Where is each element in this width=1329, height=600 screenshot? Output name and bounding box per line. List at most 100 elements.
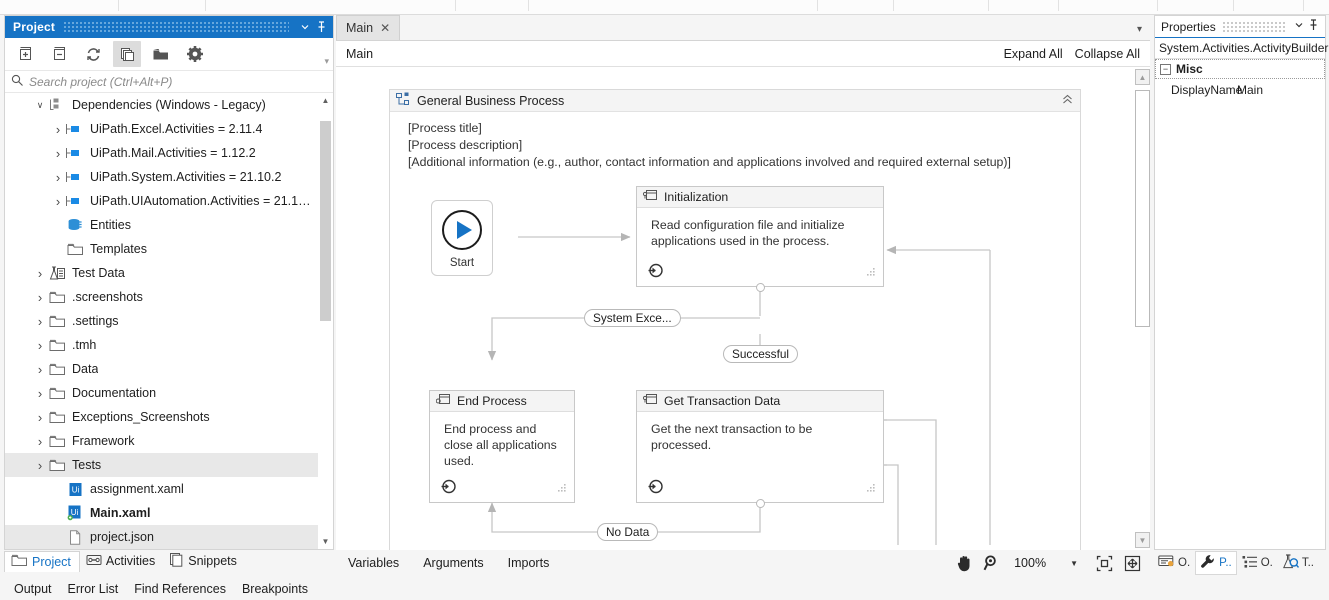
designer-tab-variables[interactable]: Variables: [348, 556, 400, 570]
tree-item-screenshots[interactable]: .screenshots: [5, 285, 333, 309]
tab-main[interactable]: Main ✕: [336, 15, 401, 40]
connector-label-system-exception[interactable]: System Exce...: [584, 309, 681, 327]
reimport-arguments-icon[interactable]: [647, 478, 664, 498]
node-initialization[interactable]: Initialization Read configuration file a…: [636, 186, 884, 287]
scroll-thumb[interactable]: [320, 121, 331, 321]
tool-tab-outline-list[interactable]: O.: [1238, 551, 1277, 575]
tool-tab-wrench-properties[interactable]: P..: [1195, 551, 1237, 575]
chevron-right-icon[interactable]: [33, 338, 47, 353]
collapse-expander-icon[interactable]: −: [1160, 63, 1171, 75]
chevron-right-icon[interactable]: [33, 362, 47, 377]
tool-tab-object-browser[interactable]: O.: [1154, 551, 1194, 575]
tree-item-uipath-system-activities-21-10-2[interactable]: UiPath.System.Activities = 21.10.2: [5, 165, 333, 189]
chevron-right-icon[interactable]: [51, 170, 65, 185]
panel-tab-project[interactable]: Project: [4, 550, 80, 572]
chevron-double-up-icon[interactable]: [1061, 93, 1074, 109]
scroll-thumb[interactable]: [1135, 90, 1150, 327]
resize-grip-icon[interactable]: [865, 482, 876, 496]
fit-to-screen-icon[interactable]: [1092, 552, 1116, 574]
scroll-down-icon[interactable]: ▼: [1135, 532, 1150, 548]
chevron-right-icon[interactable]: [51, 194, 65, 209]
chevron-right-icon[interactable]: [33, 410, 47, 425]
tree-item-documentation[interactable]: Documentation: [5, 381, 333, 405]
tree-item-templates[interactable]: Templates: [5, 237, 333, 261]
tool-tab-test-explorer[interactable]: T..: [1278, 551, 1318, 575]
pin-icon[interactable]: [1306, 19, 1321, 34]
tree-item-tests[interactable]: Tests: [5, 453, 333, 477]
chevron-right-icon[interactable]: [33, 314, 47, 329]
status-tab-find-references[interactable]: Find References: [134, 582, 226, 596]
chevron-down-icon[interactable]: [33, 100, 47, 111]
zoom-dropdown-chevron-down-icon[interactable]: ▼: [1070, 558, 1078, 568]
chevron-right-icon[interactable]: [33, 266, 47, 281]
start-node[interactable]: Start: [431, 200, 493, 276]
connector-label-successful[interactable]: Successful: [723, 345, 799, 363]
reimport-arguments-icon[interactable]: [440, 478, 457, 498]
resize-grip-icon[interactable]: [556, 482, 567, 496]
tree-item-exceptions-screenshots[interactable]: Exceptions_Screenshots: [5, 405, 333, 429]
collapse-all-icon[interactable]: [45, 41, 73, 67]
project-tree[interactable]: Dependencies (Windows - Legacy)UiPath.Ex…: [5, 93, 333, 549]
tree-item-entities[interactable]: Entities: [5, 213, 333, 237]
search-project-input[interactable]: Search project (Ctrl+Alt+P): [5, 71, 333, 93]
breadcrumb-main[interactable]: Main: [346, 46, 374, 61]
tree-item-uipath-uiautomation-activities-21-10-3[interactable]: UiPath.UIAutomation.Activities = 21.10.3: [5, 189, 333, 213]
designer-canvas[interactable]: General Business Process [Process title]…: [336, 67, 1132, 550]
tree-item-tmh[interactable]: .tmh: [5, 333, 333, 357]
tree-item-data[interactable]: Data: [5, 357, 333, 381]
connection-point[interactable]: [756, 283, 765, 292]
chevron-right-icon[interactable]: [33, 386, 47, 401]
designer-tab-imports[interactable]: Imports: [507, 556, 550, 570]
reimport-arguments-icon[interactable]: [647, 262, 664, 282]
scroll-up-icon[interactable]: ▲: [321, 96, 330, 105]
close-icon[interactable]: ✕: [380, 21, 391, 35]
canvas-vertical-scrollbar[interactable]: ▲ ▼: [1132, 67, 1150, 550]
tree-item-uipath-excel-activities-2-11-4[interactable]: UiPath.Excel.Activities = 2.11.4: [5, 117, 333, 141]
status-tab-output[interactable]: Output: [14, 582, 52, 596]
panel-tab-snippets[interactable]: Snippets: [163, 551, 245, 572]
zoom-level-value[interactable]: 100%: [1014, 556, 1047, 570]
show-all-files-icon[interactable]: [113, 41, 141, 67]
properties-group-misc[interactable]: − Misc: [1155, 59, 1325, 79]
project-settings-icon[interactable]: [181, 41, 209, 67]
expand-all-icon[interactable]: [11, 41, 39, 67]
status-tab-error-list[interactable]: Error List: [67, 582, 119, 596]
expand-all-button[interactable]: Expand All: [1003, 46, 1063, 61]
project-tree-scrollbar[interactable]: ▲ ▼: [318, 93, 333, 549]
tab-list-chevron-down-icon[interactable]: ▾: [1136, 24, 1142, 35]
panel-tab-activities[interactable]: Activities: [80, 551, 163, 572]
designer-tab-arguments[interactable]: Arguments: [423, 556, 484, 570]
connector-label-no-data[interactable]: No Data: [597, 523, 659, 541]
resize-grip-icon[interactable]: [865, 266, 876, 280]
chevron-right-icon[interactable]: [51, 122, 65, 137]
node-get-transaction-data[interactable]: Get Transaction Data Get the next transa…: [636, 390, 884, 503]
chevron-down-icon[interactable]: [297, 18, 313, 36]
tree-item-uipath-mail-activities-1-12-2[interactable]: UiPath.Mail.Activities = 1.12.2: [5, 141, 333, 165]
tree-item-settings[interactable]: .settings: [5, 309, 333, 333]
open-folder-icon[interactable]: [147, 41, 175, 67]
chevron-right-icon[interactable]: [33, 434, 47, 449]
node-end-process[interactable]: End Process End process and close all ap…: [429, 390, 575, 503]
status-tab-breakpoints[interactable]: Breakpoints: [241, 582, 308, 596]
pin-icon[interactable]: [313, 18, 329, 36]
chevron-right-icon[interactable]: [51, 146, 65, 161]
tree-item-project-json[interactable]: project.json: [5, 525, 333, 549]
scroll-up-icon[interactable]: ▲: [1135, 69, 1150, 85]
chevron-right-icon[interactable]: [33, 458, 47, 473]
zoom-magnifier-icon[interactable]: [980, 552, 1004, 574]
tree-item-test-data[interactable]: Test Data: [5, 261, 333, 285]
chevron-down-icon[interactable]: [1292, 20, 1306, 33]
property-value[interactable]: Main: [1237, 82, 1264, 97]
expand-canvas-icon[interactable]: [1120, 552, 1144, 574]
scroll-down-icon[interactable]: ▼: [321, 537, 330, 546]
tree-item-framework[interactable]: Framework: [5, 429, 333, 453]
tree-item-dependencies-windows-legacy[interactable]: Dependencies (Windows - Legacy): [5, 93, 333, 117]
pan-hand-icon[interactable]: [952, 552, 976, 574]
toolbar-overflow-icon[interactable]: ▾: [324, 56, 329, 66]
flowchart-container[interactable]: General Business Process [Process title]…: [389, 89, 1081, 550]
refresh-icon[interactable]: [79, 41, 107, 67]
chevron-right-icon[interactable]: [33, 290, 47, 305]
connection-point[interactable]: [756, 499, 765, 508]
